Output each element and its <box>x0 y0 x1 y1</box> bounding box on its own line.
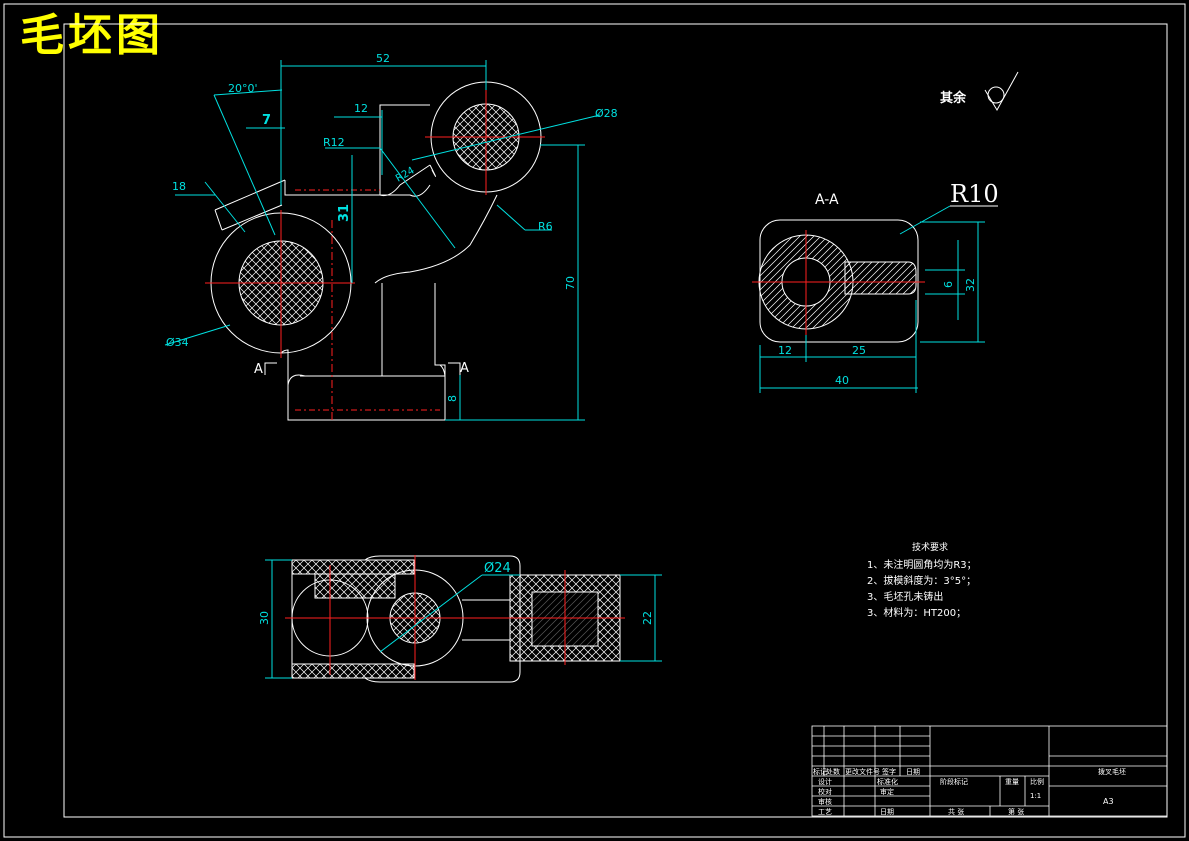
dim-angle-20: 20°0' <box>228 82 258 95</box>
dim-r6: R6 <box>538 220 553 233</box>
dim-r10: R10 <box>950 180 999 208</box>
dim-52: 52 <box>376 52 390 65</box>
tb-weight: 重量 <box>1005 778 1019 786</box>
section-mark-left: A <box>254 362 263 377</box>
dim-25: 25 <box>852 344 866 357</box>
dim-12b: 12 <box>778 344 792 357</box>
tb-sheet: 第 张 <box>1008 807 1024 816</box>
inner-frame <box>63 23 1168 818</box>
dim-22: 22 <box>641 611 654 625</box>
tb-date-col: 日期 <box>906 768 920 776</box>
tb-review: 审定 <box>880 787 894 796</box>
section-view: A-A R10 6 32 12 25 40 <box>752 180 999 393</box>
tb-process: 工艺 <box>818 808 832 816</box>
tb-design: 设计 <box>818 777 832 786</box>
section-label: A-A <box>815 192 839 208</box>
tech-heading: 技术要求 <box>912 541 948 553</box>
dim-30: 30 <box>258 611 271 625</box>
dim-8: 8 <box>446 395 459 402</box>
tech-item-1: 1、未注明圆角均为R3； <box>867 558 977 571</box>
dim-d28: Ø28 <box>595 107 618 120</box>
dim-d24: Ø24 <box>484 561 511 576</box>
tb-audit: 审核 <box>818 797 832 806</box>
tb-format: A3 <box>1103 797 1114 806</box>
surface-finish-note: 其余 <box>940 90 967 106</box>
tb-total: 共 张 <box>948 807 964 816</box>
tb-standardize: 标准化 <box>877 777 898 786</box>
dim-r12: R12 <box>323 136 345 149</box>
tech-item-4: 3、材料为：HT200； <box>867 606 966 619</box>
tb-check: 校对 <box>818 787 832 796</box>
bottom-view: Ø24 30 22 <box>258 555 662 683</box>
tech-item-2: 2、拔模斜度为：3°5°； <box>867 574 976 587</box>
tb-name: 拨叉毛坯 <box>1098 767 1126 776</box>
tech-requirements: 技术要求 1、未注明圆角均为R3； 2、拔模斜度为：3°5°； 3、毛坯孔未铸出… <box>867 541 977 619</box>
dim-40: 40 <box>835 374 849 387</box>
tech-item-3: 3、毛坯孔未铸出 <box>867 590 943 603</box>
outer-border <box>3 3 1186 838</box>
tb-count: 处数 <box>826 767 840 776</box>
drawing-title: 毛坯图 <box>20 10 164 61</box>
tb-change-doc: 更改文件号 <box>845 767 880 776</box>
tb-stage: 阶段标记 <box>940 777 968 786</box>
section-mark-right: A <box>460 361 469 376</box>
dim-18: 18 <box>172 180 186 193</box>
tb-date: 日期 <box>880 808 894 816</box>
dim-6: 6 <box>942 281 955 288</box>
dim-12: 12 <box>354 102 368 115</box>
dim-32: 32 <box>964 278 977 292</box>
tb-scale-value: 1:1 <box>1030 792 1041 800</box>
dim-7: 7 <box>262 113 271 128</box>
dim-70: 70 <box>564 276 577 290</box>
surface-finish: 其余 <box>940 71 1019 112</box>
dim-d34: Ø34 <box>166 336 189 349</box>
front-view: 52 12 7 20°0' 18 R12 31 Ø28 R6 70 Ø34 8 … <box>164 52 618 421</box>
tb-sign: 签字 <box>882 767 896 776</box>
dim-31: 31 <box>337 204 352 222</box>
tb-scale: 比例 <box>1030 777 1044 786</box>
title-block: 标记 处数 更改文件号 签字 日期 设计 标准化 校对 审定 审核 工艺 日期 … <box>811 725 1168 817</box>
tb-mark: 标记 <box>813 767 827 776</box>
